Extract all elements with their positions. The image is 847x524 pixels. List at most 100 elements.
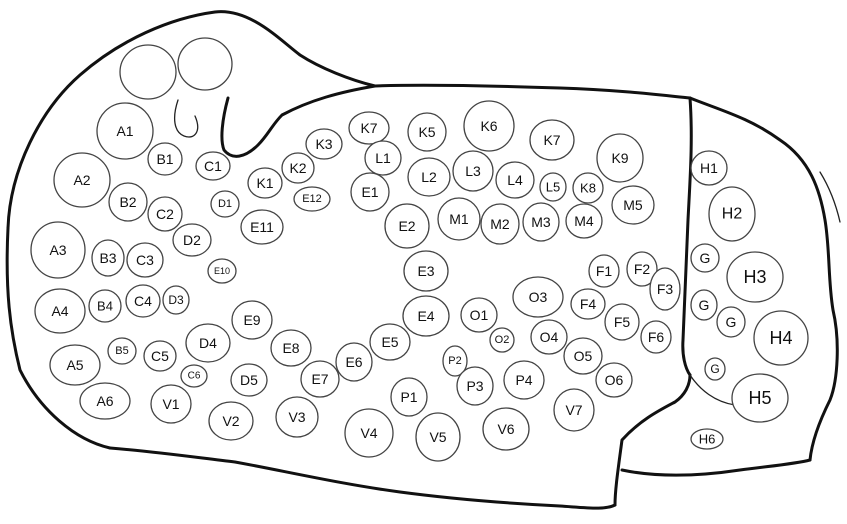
- cell-label: M1: [449, 211, 469, 227]
- cell-k3: K3: [306, 129, 342, 159]
- cell-label: B2: [119, 194, 136, 210]
- cell-h2: H2: [709, 187, 755, 241]
- cell-label: V6: [497, 421, 514, 437]
- cell-m2: M2: [481, 204, 519, 244]
- cell-label: F5: [614, 314, 631, 330]
- cell-label: M4: [574, 213, 594, 229]
- cell-d4: D4: [186, 324, 230, 362]
- cell-v3: V3: [276, 397, 318, 437]
- cell-l3: L3: [453, 151, 493, 191]
- cell-label: P3: [466, 378, 483, 394]
- cell-e10: E10: [208, 259, 236, 283]
- bottom-boundary: [110, 448, 615, 508]
- cell-label: C1: [204, 158, 222, 174]
- bottom-right-step: [615, 375, 690, 505]
- cell-label: E9: [243, 312, 260, 328]
- cell-d3: D3: [163, 286, 189, 314]
- cell-k1: K1: [248, 168, 282, 198]
- cell-p1: P1: [391, 378, 427, 416]
- cell-label: C4: [134, 293, 152, 309]
- cell-m5: M5: [612, 186, 654, 224]
- cell-v4: V4: [345, 409, 393, 457]
- cell-label: K1: [256, 175, 273, 191]
- cell-f3: F3: [650, 268, 680, 310]
- cell-label: G: [710, 362, 719, 376]
- cell-e9: E9: [232, 301, 272, 339]
- cell-k7a: K7: [349, 112, 389, 144]
- cell-label: H6: [699, 432, 716, 447]
- cell-e1: E1: [351, 173, 389, 211]
- unlabeled-cell: [120, 45, 176, 99]
- cell-label: M2: [490, 216, 510, 232]
- cell-label: E5: [381, 334, 398, 350]
- cell-f4: F4: [571, 289, 605, 319]
- cell-label: P2: [448, 355, 461, 367]
- cell-e6: E6: [336, 343, 372, 381]
- cell-k8: K8: [573, 173, 603, 203]
- cell-o6: O6: [596, 363, 632, 397]
- cell-l1: L1: [365, 141, 401, 175]
- cell-label: B4: [97, 299, 113, 314]
- cell-label: L2: [421, 169, 437, 185]
- cell-e2: E2: [385, 204, 429, 248]
- cell-label: F1: [596, 263, 613, 279]
- cell-o5: O5: [564, 338, 602, 374]
- cell-k9: K9: [597, 134, 643, 182]
- cell-c4: C4: [126, 285, 160, 317]
- cell-label: K2: [289, 160, 306, 176]
- cell-label: B3: [99, 250, 116, 266]
- cell-label: L4: [507, 172, 523, 188]
- cell-label: V3: [288, 409, 305, 425]
- cell-label: K9: [611, 150, 628, 166]
- cell-e5: E5: [370, 324, 410, 360]
- cell-label: A3: [49, 242, 66, 258]
- cell-a6: A6: [80, 383, 130, 419]
- cell-label: G: [699, 297, 710, 313]
- cell-label: O6: [605, 372, 624, 388]
- cell-label: D1: [218, 198, 232, 210]
- cell-label: E6: [345, 354, 362, 370]
- cell-label: E12: [302, 193, 322, 205]
- cell-label: A5: [66, 357, 83, 373]
- cell-label: K7: [543, 132, 560, 148]
- cell-k6: K6: [464, 101, 514, 151]
- cell-g2: G: [691, 290, 717, 320]
- cell-d2: D2: [173, 224, 211, 256]
- cell-l4: L4: [496, 162, 534, 198]
- cell-e8: E8: [271, 330, 311, 366]
- cell-label: F4: [580, 296, 597, 312]
- cell-e7: E7: [301, 361, 339, 397]
- cell-label: D2: [183, 232, 201, 248]
- cell-label: C3: [136, 252, 154, 268]
- cell-label: B1: [156, 151, 173, 167]
- cell-e12: E12: [294, 187, 330, 211]
- cell-label: L1: [375, 150, 391, 166]
- cell-o1: O1: [461, 298, 497, 332]
- cell-label: O1: [470, 307, 489, 323]
- cell-label: L3: [465, 163, 481, 179]
- cell-label: A4: [51, 303, 68, 319]
- cell-label: H2: [722, 206, 743, 223]
- cell-m3: M3: [523, 203, 559, 241]
- cell-label: K7: [360, 120, 377, 136]
- cell-c1: C1: [196, 152, 230, 180]
- cell-o4: O4: [531, 320, 567, 354]
- cell-label: E3: [417, 263, 434, 279]
- cell-b1: B1: [148, 143, 182, 175]
- cell-label: F3: [657, 281, 674, 297]
- cell-k7b: K7: [530, 120, 574, 160]
- cell-label: M5: [623, 197, 643, 213]
- cell-label: E7: [311, 371, 328, 387]
- cell-label: D5: [240, 372, 258, 388]
- cell-label: H1: [700, 160, 718, 176]
- cell-label: E2: [398, 218, 415, 234]
- cell-label: P4: [515, 372, 532, 388]
- cell-m1: M1: [438, 198, 480, 240]
- cell-label: E11: [250, 219, 274, 235]
- cell-v1: V1: [151, 385, 191, 423]
- cell-f5: F5: [605, 304, 639, 340]
- cell-e4: E4: [403, 296, 449, 336]
- cell-label: M3: [531, 214, 551, 230]
- cell-a4: A4: [35, 289, 85, 333]
